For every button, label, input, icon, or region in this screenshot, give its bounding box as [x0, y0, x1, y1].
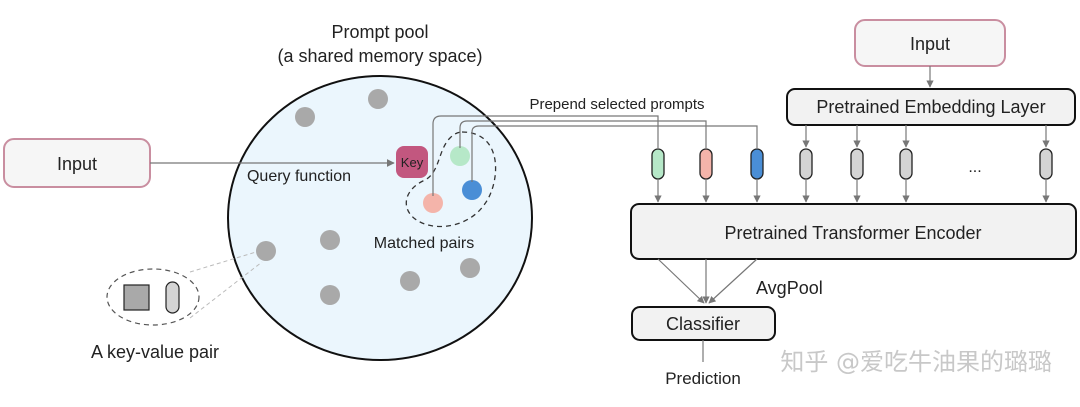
- prepend-connectors: [432, 115, 758, 196]
- prompt-pool-title: Prompt pool: [331, 22, 428, 42]
- pool-dot: [400, 271, 420, 291]
- callout-line-top: [189, 251, 257, 273]
- pool-gray-dots: [256, 89, 480, 305]
- key-value-pair-label: A key-value pair: [91, 342, 219, 362]
- matched-pairs-region: [405, 131, 497, 228]
- embedding-layer-box: [786, 88, 1076, 126]
- prompt-pool-subtitle: (a shared memory space): [277, 46, 482, 66]
- encoder-label: Pretrained Transformer Encoder: [724, 223, 981, 243]
- prediction-label: Prediction: [665, 369, 741, 388]
- matched-prompt-green: [450, 146, 470, 166]
- right-input-label: Input: [910, 34, 950, 54]
- input-token: [1039, 148, 1053, 180]
- kv-key-square: [123, 284, 150, 311]
- watermark: 知乎 @爱吃牛油果的璐璐: [780, 348, 1052, 376]
- kv-value-pill: [165, 281, 180, 314]
- prompt-token-blue: [750, 148, 764, 180]
- input-token: [799, 148, 813, 180]
- matched-prompt-blue: [462, 180, 482, 200]
- left-input-label: Input: [57, 154, 97, 174]
- avgpool-label: AvgPool: [756, 278, 823, 298]
- token-ellipsis: ...: [968, 159, 981, 176]
- avgpool-arrows: [657, 258, 758, 304]
- encoder-box: [630, 203, 1077, 260]
- pool-dot: [320, 285, 340, 305]
- embedding-to-token-arrows: [802, 125, 1050, 148]
- input-token: [850, 148, 864, 180]
- token-row: [651, 148, 1053, 180]
- pool-dot: [256, 241, 276, 261]
- prepend-label: Prepend selected prompts: [529, 96, 704, 113]
- prompt-token-green: [651, 148, 665, 180]
- pool-dot: [320, 230, 340, 250]
- classifier-label: Classifier: [666, 314, 740, 334]
- key-value-pair-callout: [106, 268, 200, 326]
- matched-pairs-label: Matched pairs: [374, 235, 475, 252]
- key-label: Key: [401, 155, 424, 170]
- pool-dot: [295, 107, 315, 127]
- query-function-label: Query function: [247, 168, 351, 185]
- pool-dot: [460, 258, 480, 278]
- input-token: [899, 148, 913, 180]
- prompt-pool-circle: [227, 75, 533, 361]
- matched-prompt-pink: [423, 193, 443, 213]
- token-to-encoder-arrows: [654, 179, 1050, 203]
- prompt-token-pink: [699, 148, 713, 180]
- watermark-halo: 知乎 @爱吃牛油果的璐璐: [780, 348, 1052, 376]
- pool-dot: [368, 89, 388, 109]
- embedding-layer-label: Pretrained Embedding Layer: [816, 97, 1045, 117]
- key-box: [396, 146, 428, 178]
- callout-line-bottom: [189, 261, 263, 319]
